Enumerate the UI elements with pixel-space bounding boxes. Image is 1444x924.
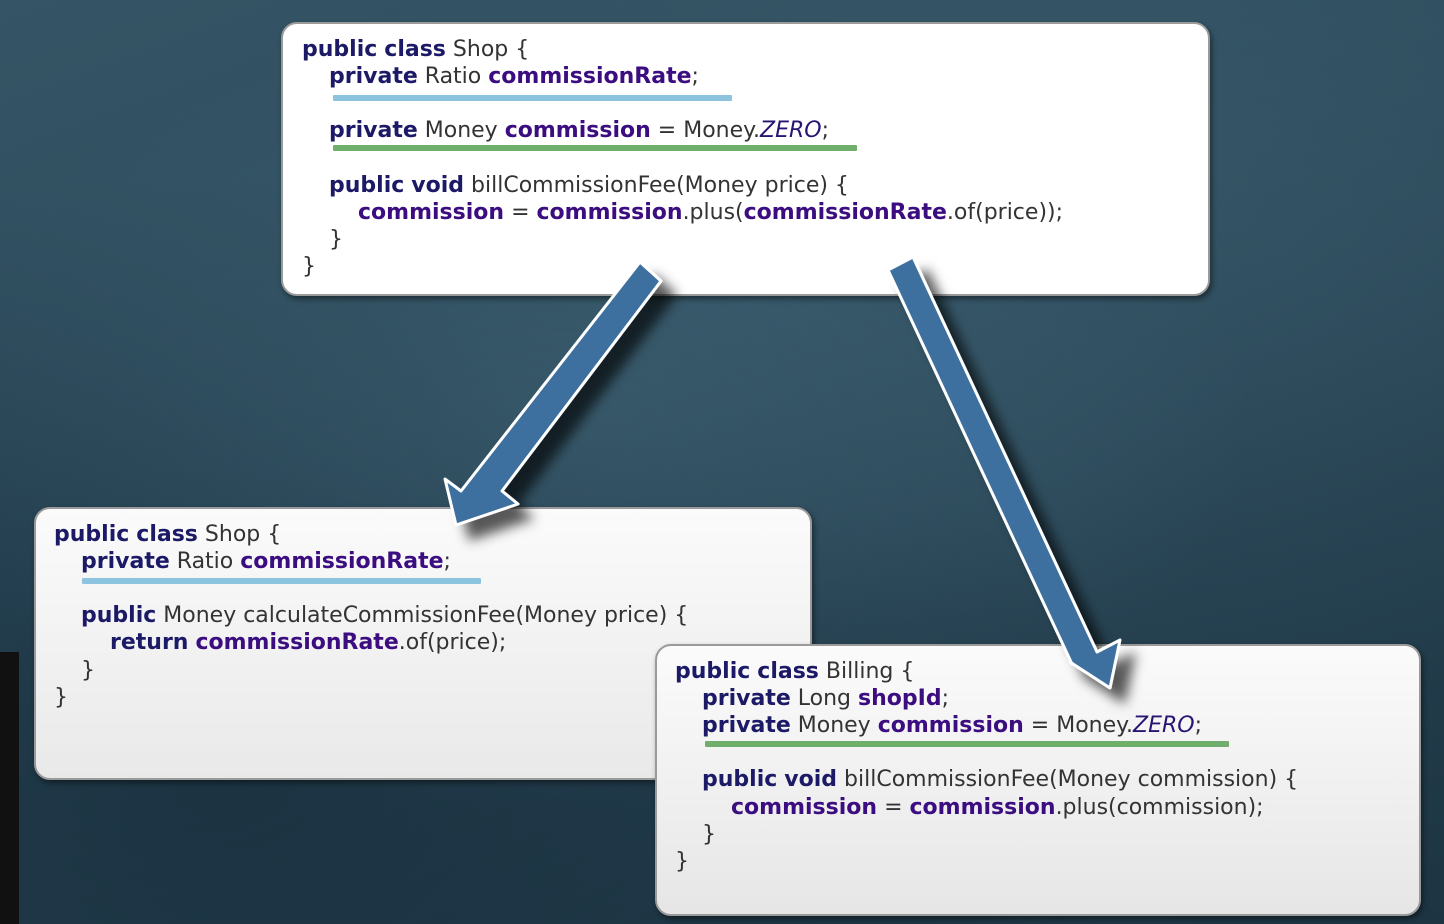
keyword-public: public (81, 603, 157, 628)
field-ref: commissionRate (743, 200, 947, 225)
field-name: commission (504, 118, 651, 143)
method-body-line: commission = commission.plus(commission)… (731, 794, 1264, 821)
keyword-private: private (329, 118, 418, 143)
keyword-class: class (757, 659, 819, 684)
type-name: Ratio (176, 549, 234, 574)
field-ref: commission (909, 795, 1056, 820)
method-signature-line: public void billCommissionFee(Money pric… (329, 172, 849, 199)
class-name: Billing (825, 659, 894, 684)
money-class-ref: Money. (1056, 713, 1134, 738)
close-brace: } (702, 822, 716, 847)
close-brace: } (54, 685, 68, 710)
code-panel-billing: public class Billing { private Long shop… (655, 644, 1421, 916)
semicolon: ; (821, 118, 830, 143)
class-close-brace: } (302, 253, 316, 280)
keyword-class: class (136, 522, 198, 547)
close-brace: } (81, 658, 95, 683)
method-close-brace: } (329, 226, 343, 253)
keyword-public: public (302, 37, 378, 62)
close-brace: } (675, 849, 689, 874)
method-signature-line: public void billCommissionFee(Money comm… (702, 766, 1298, 793)
keyword-private: private (702, 713, 791, 738)
money-field-highlight (333, 145, 857, 151)
equals-sign: = (511, 200, 530, 225)
field-ref: commissionRate (195, 630, 399, 655)
semicolon: ; (1194, 713, 1203, 738)
class-close-brace: } (54, 684, 68, 711)
ratio-field-highlight (82, 578, 481, 584)
keyword-class: class (384, 37, 446, 62)
arrow-to-billing (886, 255, 1122, 690)
field-name: commissionRate (240, 549, 444, 574)
field-ref: commission (536, 200, 683, 225)
return-line: return commissionRate.of(price); (110, 629, 506, 656)
semicolon: ; (443, 549, 451, 574)
keyword-public: public (329, 173, 405, 198)
class-close-brace: } (675, 848, 689, 875)
class-declaration-line: public class Shop { (54, 521, 281, 548)
method-signature: billCommissionFee(Money price) { (471, 173, 849, 198)
plus-call: .plus( (682, 200, 744, 225)
keyword-return: return (110, 630, 189, 655)
class-declaration-line: public class Shop { (302, 36, 529, 63)
keyword-void: void (411, 173, 465, 198)
keyword-private: private (81, 549, 170, 574)
arrow-to-refactored-shop (443, 260, 663, 527)
field-name: shopId (858, 686, 942, 711)
field-ref: commission (731, 795, 878, 820)
shopid-field-line: private Long shopId; (702, 685, 949, 712)
ratio-field-line: private Ratio commissionRate; (81, 548, 451, 575)
keyword-public: public (702, 767, 778, 792)
class-declaration-line: public class Billing { (675, 658, 914, 685)
code-panel-original-shop: public class Shop { private Ratio commis… (281, 22, 1210, 296)
open-brace: { (515, 37, 530, 62)
of-call: .of(price)); (946, 200, 1064, 225)
keyword-private: private (329, 64, 418, 89)
zero-constant: ZERO (760, 118, 822, 143)
money-field-line: private Money commission = Money.ZERO; (329, 117, 829, 144)
type-name: Long (797, 686, 852, 711)
zero-constant: ZERO (1133, 713, 1195, 738)
close-brace: } (329, 227, 343, 252)
open-brace: { (900, 659, 915, 684)
field-name: commission (877, 713, 1024, 738)
plus-call: .plus(commission); (1055, 795, 1264, 820)
class-name: Shop (204, 522, 261, 547)
keyword-public: public (54, 522, 130, 547)
semicolon: ; (691, 64, 699, 89)
field-name: commissionRate (488, 64, 692, 89)
type-name: Ratio (424, 64, 482, 89)
method-close-brace: } (81, 657, 95, 684)
class-name: Shop (452, 37, 509, 62)
method-signature: Money calculateCommissionFee(Money price… (163, 603, 689, 628)
keyword-void: void (784, 767, 838, 792)
equals-sign: = (1030, 713, 1050, 738)
of-call: .of(price); (398, 630, 507, 655)
type-name: Money (424, 118, 498, 143)
method-body-line: commission = commission.plus(commissionR… (358, 199, 1063, 226)
open-brace: { (267, 522, 282, 547)
money-field-line: private Money commission = Money.ZERO; (702, 712, 1202, 739)
money-class-ref: Money. (683, 118, 761, 143)
ratio-field-line: private Ratio commissionRate; (329, 63, 699, 90)
left-edge-strip (0, 652, 19, 924)
ratio-field-highlight (333, 95, 732, 101)
type-name: Money (797, 713, 871, 738)
method-close-brace: } (702, 821, 716, 848)
method-signature: billCommissionFee(Money commission) { (844, 767, 1299, 792)
keyword-private: private (702, 686, 791, 711)
semicolon: ; (941, 686, 949, 711)
field-ref: commission (358, 200, 505, 225)
close-brace: } (302, 254, 316, 279)
equals-sign: = (657, 118, 677, 143)
equals-sign: = (884, 795, 903, 820)
money-field-highlight (705, 741, 1229, 747)
code-panel-refactored-shop: public class Shop { private Ratio commis… (34, 507, 812, 780)
keyword-public: public (675, 659, 751, 684)
method-signature-line: public Money calculateCommissionFee(Mone… (81, 602, 688, 629)
